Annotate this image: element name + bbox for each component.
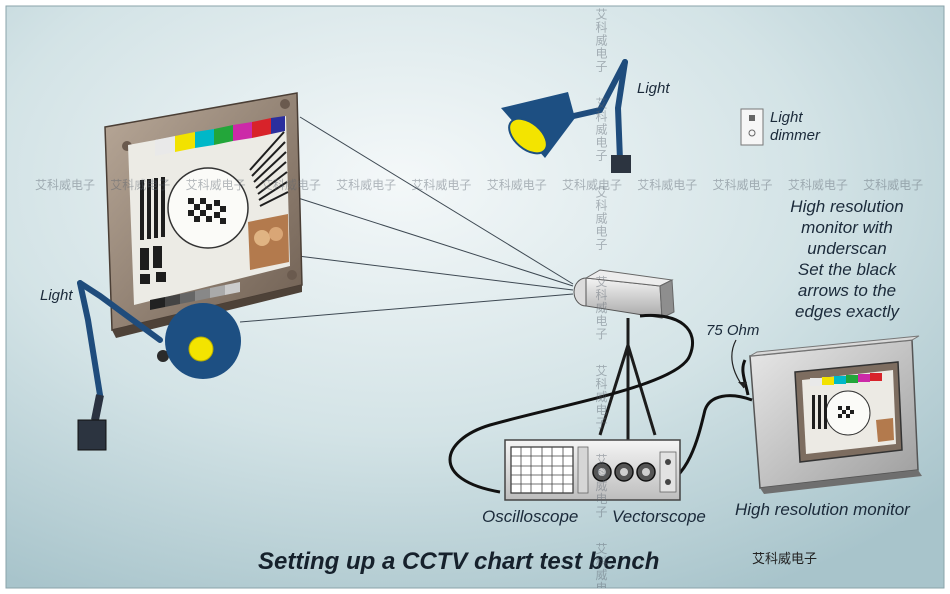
light-dimmer-label-line2: dimmer (770, 127, 821, 144)
left-lamp (77, 280, 241, 451)
oscilloscope-label: Oscilloscope (482, 507, 579, 526)
watermark-text: 艾科威电子 (594, 186, 608, 252)
camera-tripod (598, 318, 657, 445)
watermark-text: 艾科威电子 (561, 178, 622, 192)
ohm-label: 75 Ohm (706, 322, 760, 339)
chart-color-bars (155, 116, 285, 156)
high-resolution-monitor-label: High resolution monitor (735, 500, 910, 519)
monitor-note-line: edges exactly (795, 302, 899, 321)
watermark-text: 艾科威电子 (637, 178, 698, 192)
monitor-note-line: High resolution (790, 197, 904, 216)
chart-radial-wedge (249, 131, 289, 207)
watermark-text: 艾科威电子 (594, 542, 608, 588)
top-lamp-bulb (508, 117, 548, 155)
watermark-text: 艾科威电子 (486, 178, 547, 192)
watermark-text: 艾科威电子 (594, 8, 608, 73)
monitor-note: High resolution monitor with underscan S… (762, 196, 932, 322)
watermark-text: 艾科威电子 (185, 178, 246, 192)
watermark-text: 艾科威电子 (594, 97, 608, 163)
vectorscope-label: Vectorscope (612, 507, 706, 526)
top-lamp-shade (501, 92, 575, 158)
chart-checkerboard (188, 198, 226, 224)
watermark-corner: 艾科威电子 (752, 552, 818, 567)
watermark-horizontal: 艾科威电子 艾科威电子 艾科威电子 艾科威电子 艾科威电子 艾科威电子 艾科威电… (35, 176, 950, 193)
watermark-text: 艾科威电子 (712, 178, 773, 192)
watermark-text: 艾科威电子 (336, 178, 397, 192)
monitor-note-line: monitor with (801, 218, 893, 237)
high-resolution-monitor (749, 335, 922, 494)
projection-lines (239, 116, 574, 323)
monitor-note-line: underscan (807, 239, 887, 258)
watermark-text: 艾科威电子 (110, 178, 171, 192)
watermark-text: 艾科威电子 (594, 275, 608, 341)
oscilloscope-vectorscope-rack (504, 439, 681, 501)
watermark-vertical: 艾科威电子 艾科威电子 艾科威电子 艾科威电子 艾科威电子 艾科威电子 艾科威电… (593, 8, 610, 588)
watermark-text: 艾科威电子 (594, 453, 608, 519)
diagram-title: Setting up a CCTV chart test bench (258, 548, 660, 575)
chart-resolution-bars (140, 177, 166, 284)
monitor-color-bars (810, 373, 882, 386)
watermark-text: 艾科威电子 (411, 178, 472, 192)
light-dimmer-label-line1: Light (770, 109, 803, 126)
watermark-text: 艾科威电子 (260, 178, 321, 192)
monitor-note-line: Set the black (797, 260, 897, 279)
watermark-text: 艾科威电子 (594, 364, 608, 430)
top-lamp-label: Light (637, 80, 670, 97)
cctv-camera (573, 269, 675, 319)
light-dimmer-switch (740, 108, 764, 146)
monitor-note-line: arrows to the (797, 281, 897, 300)
chart-grey-scale (150, 282, 240, 310)
left-lamp-label: Light (40, 287, 73, 304)
watermark-text: 艾科威电子 (35, 178, 96, 192)
left-lamp-bulb (188, 336, 214, 362)
top-lamp (501, 59, 631, 173)
watermark-text: 艾科威电子 (863, 178, 924, 192)
watermark-text: 艾科威电子 (787, 178, 848, 192)
